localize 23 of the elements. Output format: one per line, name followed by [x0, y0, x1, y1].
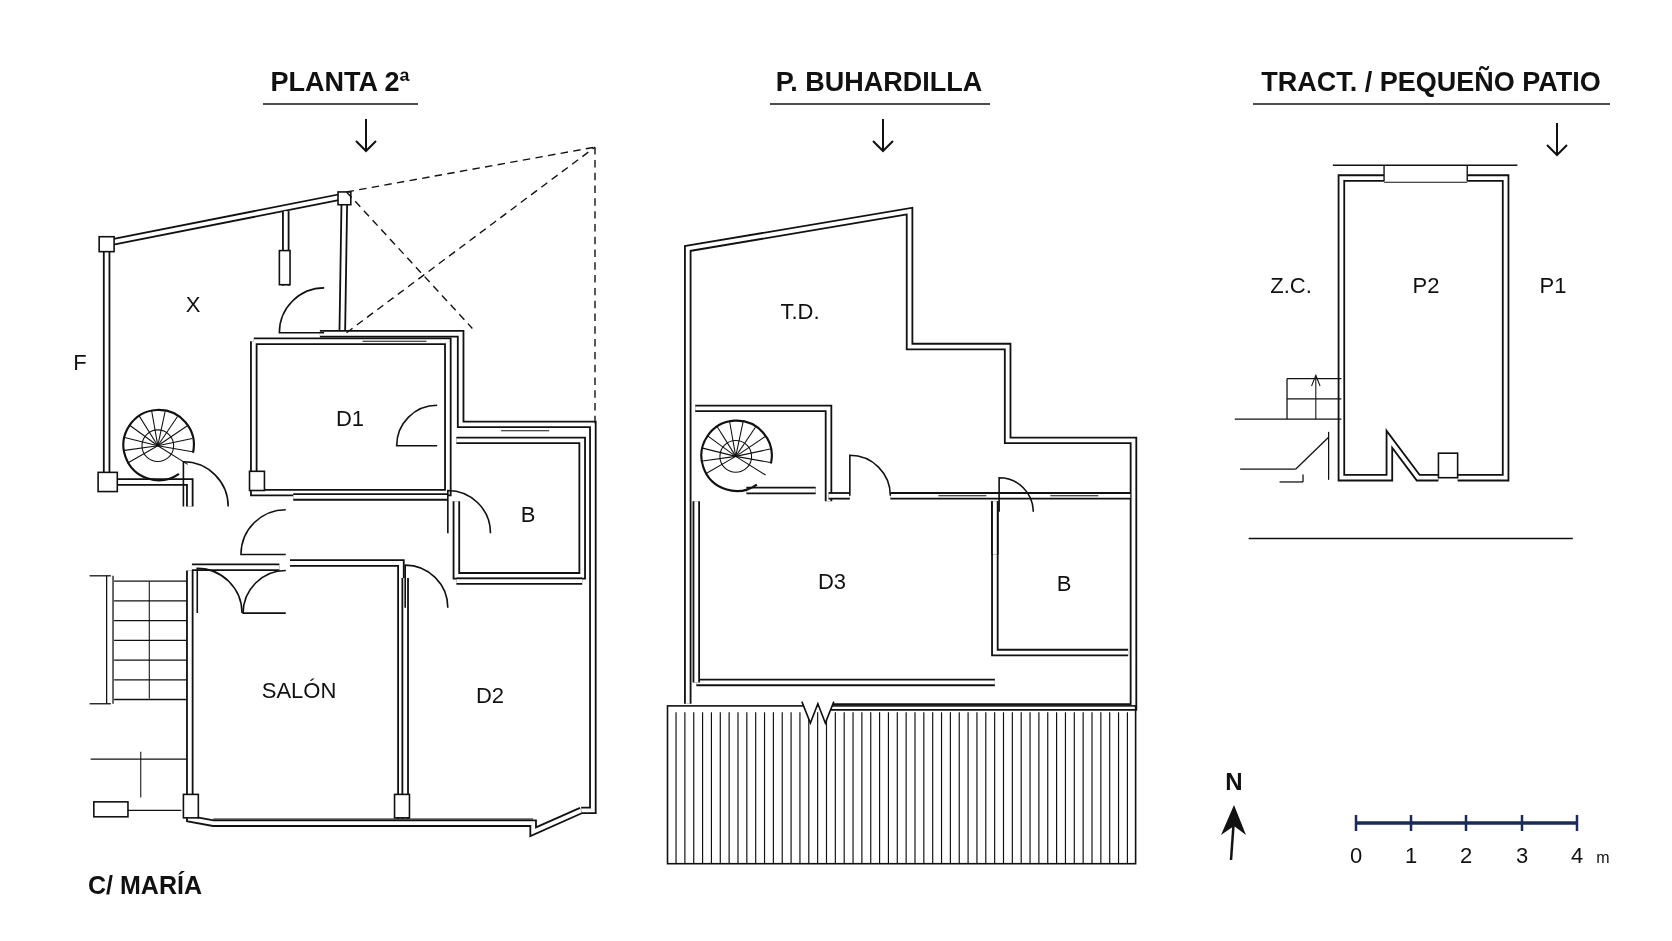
- scale-number: 3: [1515, 845, 1529, 867]
- scale-number: 2: [1459, 845, 1473, 867]
- area-label: Z.C.: [1270, 275, 1312, 297]
- scale-number: 4: [1570, 845, 1584, 867]
- room-label: SALÓN: [261, 680, 337, 702]
- scale-number: 0: [1349, 845, 1363, 867]
- room-label: P2: [1412, 275, 1440, 297]
- plan-heading: PLANTA 2ª: [270, 68, 410, 96]
- plan-heading: TRACT. / PEQUEÑO PATIO: [1261, 68, 1601, 96]
- north-label: N: [1225, 770, 1243, 794]
- plan-heading: P. BUHARDILLA: [775, 68, 983, 96]
- room-label: T.D.: [780, 301, 820, 323]
- room-label: D1: [335, 408, 365, 430]
- facade-label: F: [73, 352, 87, 374]
- scale-number: 1: [1404, 845, 1418, 867]
- room-label: D2: [475, 685, 505, 707]
- area-label: P1: [1539, 275, 1567, 297]
- room-label: D3: [817, 571, 847, 593]
- room-label: B: [1056, 573, 1072, 595]
- scale-unit: m: [1596, 850, 1610, 866]
- room-label: B: [520, 504, 536, 526]
- room-label: X: [185, 294, 201, 316]
- street-label: C/ MARÍA: [88, 872, 202, 898]
